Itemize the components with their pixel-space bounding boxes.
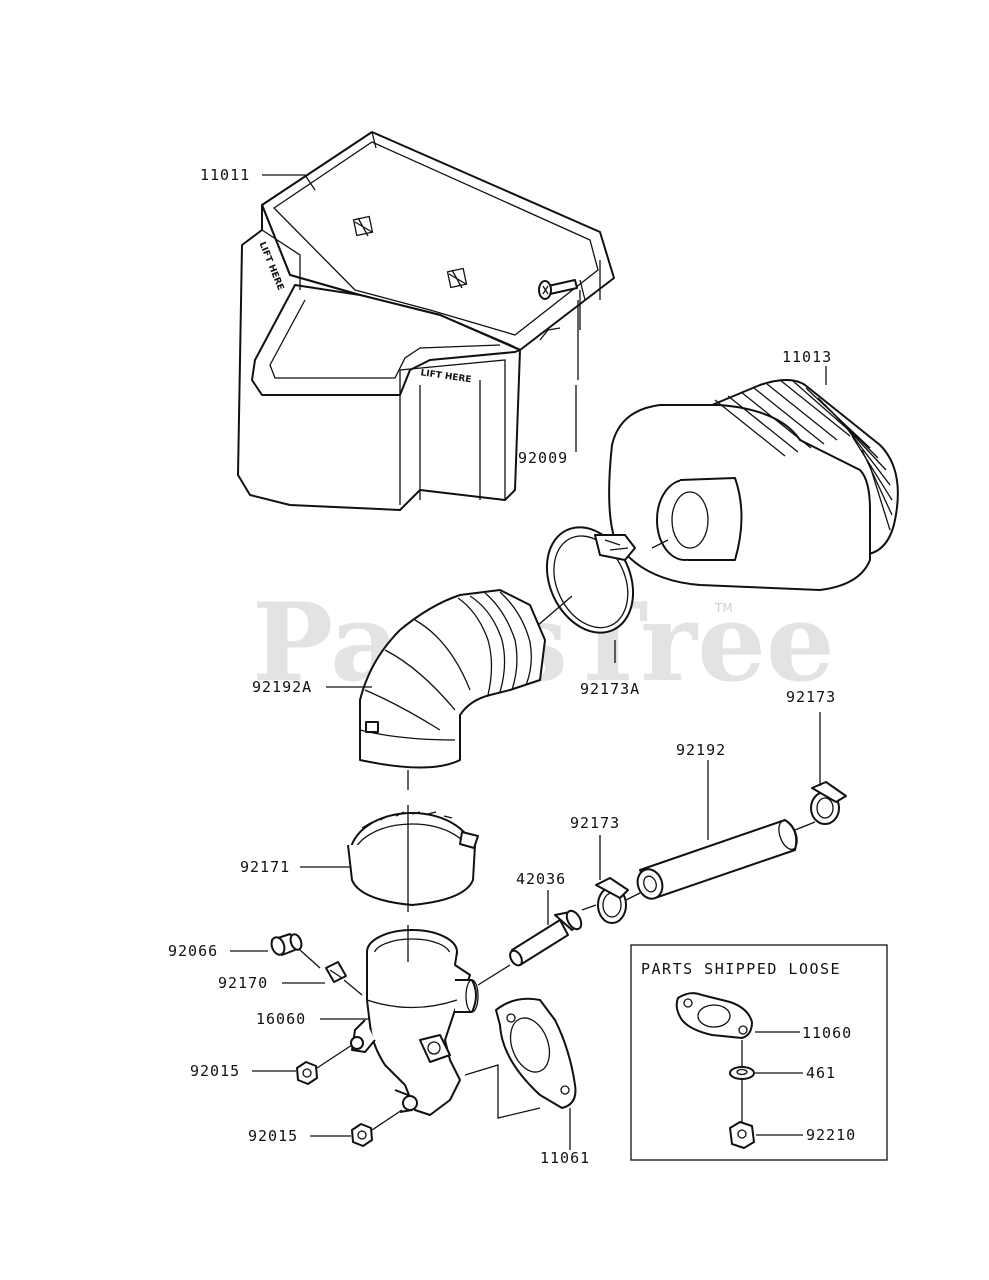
label-92192a: 92192A xyxy=(252,678,312,696)
intake-pipe xyxy=(350,929,479,1116)
band-clamp xyxy=(347,811,479,906)
label-461: 461 xyxy=(806,1064,836,1082)
label-92066: 92066 xyxy=(168,942,218,960)
label-92170: 92170 xyxy=(218,974,268,992)
nut-upper xyxy=(296,1061,318,1085)
cap xyxy=(270,933,303,956)
fitting-pipe xyxy=(509,909,583,967)
label-92009: 92009 xyxy=(518,449,568,467)
air-filter-element xyxy=(608,379,899,591)
label-92192: 92192 xyxy=(676,741,726,759)
elbow-hose-a xyxy=(359,589,546,769)
loose-gasket xyxy=(675,992,753,1039)
label-16060: 16060 xyxy=(256,1010,306,1028)
loose-nut xyxy=(729,1121,755,1149)
label-92173-lower: 92173 xyxy=(570,814,620,832)
label-92173a: 92173A xyxy=(580,680,640,698)
label-92173-upper: 92173 xyxy=(786,688,836,706)
label-11061: 11061 xyxy=(540,1149,590,1167)
nut-lower xyxy=(351,1123,373,1147)
clip xyxy=(325,961,347,983)
label-92015-lower: 92015 xyxy=(248,1127,298,1145)
label-11011: 11011 xyxy=(200,166,250,184)
label-92015-upper: 92015 xyxy=(190,1062,240,1080)
label-42036: 42036 xyxy=(516,870,566,888)
gasket xyxy=(495,997,577,1109)
parts-shipped-loose-box: PARTS SHIPPED LOOSE 11060 461 92210 xyxy=(630,944,888,1161)
screw xyxy=(538,279,579,380)
watermark-trademark: TM xyxy=(714,601,733,615)
label-11013: 11013 xyxy=(782,348,832,366)
hose-clamp-upper xyxy=(810,781,847,825)
hose-clamp-a xyxy=(545,526,636,634)
hose-clamp-lower xyxy=(595,877,629,924)
label-92210: 92210 xyxy=(806,1126,856,1144)
loose-washer xyxy=(729,1066,755,1080)
label-11060: 11060 xyxy=(802,1024,852,1042)
loose-box-title: PARTS SHIPPED LOOSE xyxy=(641,960,841,978)
label-92171: 92171 xyxy=(240,858,290,876)
hose xyxy=(636,819,798,900)
air-cleaner-cover: LIFT HERE LIFT HERE xyxy=(237,131,615,511)
